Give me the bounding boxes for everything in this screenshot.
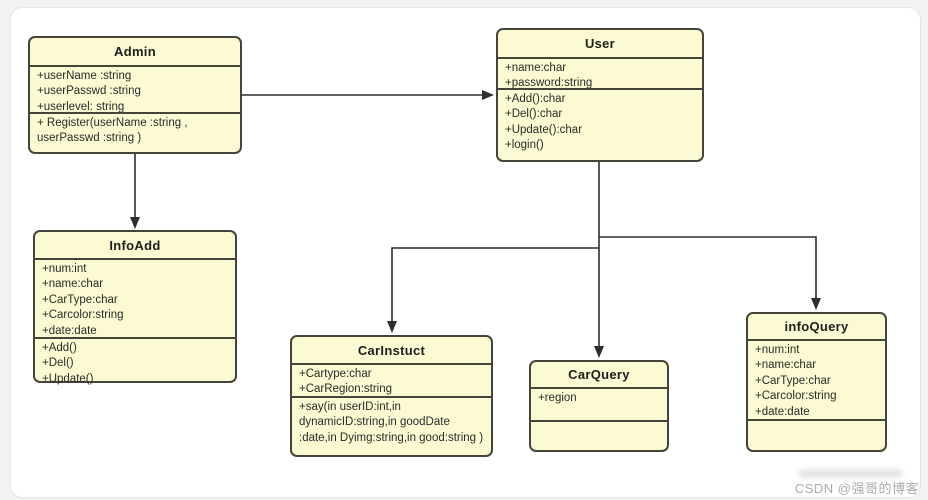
connector-user-carinstuct	[391, 247, 599, 322]
method: +login()	[505, 139, 544, 152]
class-carinstuct: CarInstuct +Cartype:char +CarRegion:stri…	[290, 335, 493, 457]
attribute: +userPasswd :string	[37, 85, 141, 98]
class-user-title: User	[584, 36, 616, 51]
arrowhead-to-user	[482, 90, 494, 100]
method: +Del():char	[505, 108, 563, 121]
class-carquery: CarQuery +region	[529, 360, 669, 452]
attribute: +name:char	[755, 359, 817, 372]
class-infoquery: infoQuery +num:int +name:char +CarType:c…	[746, 312, 887, 452]
csdn-watermark: CSDN @强哥的博客	[794, 481, 919, 496]
attribute: +region	[538, 392, 577, 404]
method: +say(in userID:int,in dynamicID:string,i…	[299, 401, 484, 444]
class-infoquery-methods	[748, 419, 885, 450]
arrowhead-to-carinstuct	[387, 321, 397, 333]
method: + Register(userName :string , userPasswd…	[37, 117, 188, 145]
class-infoadd-title: InfoAdd	[109, 237, 161, 253]
arrowhead-to-carquery	[594, 346, 604, 358]
attribute: +date:date	[42, 324, 97, 337]
class-infoquery-attributes: +num:int +name:char +CarType:char +Carco…	[748, 339, 885, 419]
class-admin-methods: + Register(userName :string , userPasswd…	[30, 112, 240, 152]
class-infoquery-title: infoQuery	[784, 319, 849, 334]
class-admin: Admin +userName :string +userPasswd :str…	[28, 36, 242, 154]
attribute: +Carcolor:string	[755, 390, 837, 403]
attribute: +num:int	[42, 263, 87, 275]
class-carinstuct-title: CarInstuct	[357, 342, 426, 358]
method: +Update():char	[505, 123, 583, 136]
class-admin-title: Admin	[114, 44, 156, 59]
class-carinstuct-attributes: +Cartype:char +CarRegion:string	[292, 363, 491, 396]
attribute: +CarType:char	[755, 374, 831, 387]
attribute: +date:date	[755, 405, 810, 418]
attribute: +password:string	[505, 77, 593, 90]
method: +Update()	[42, 372, 94, 385]
attribute: +CarType:char	[42, 293, 118, 306]
attribute: +Cartype:char	[299, 368, 372, 380]
class-infoadd: InfoAdd +num:int +name:char +CarType:cha…	[33, 230, 237, 385]
class-admin-attributes: +userName :string +userPasswd :string +u…	[30, 65, 240, 113]
attribute: +userlevel: string	[37, 100, 125, 113]
arrowhead-to-infoquery	[811, 298, 821, 310]
class-carquery-attributes: +region	[531, 387, 667, 420]
attribute: +userName :string	[37, 70, 132, 82]
attribute: +CarRegion:string	[299, 383, 393, 396]
method: +Add()	[42, 342, 77, 354]
class-carinstuct-methods: +say(in userID:int,in dynamicID:string,i…	[292, 396, 491, 455]
arrowhead-to-infoadd	[130, 217, 140, 229]
class-user-attributes: +name:char +password:string	[498, 57, 702, 90]
attribute: +name:char	[505, 62, 567, 74]
attribute: +num:int	[755, 344, 800, 356]
class-user-methods: +Add():char +Del():char +Update():char +…	[498, 88, 702, 160]
blurred-watermark	[799, 469, 903, 478]
class-infoadd-methods: +Add() +Del() +Update()	[35, 337, 235, 387]
method: +Add():char	[505, 93, 566, 105]
method: +Del()	[42, 357, 74, 370]
class-infoadd-attributes: +num:int +name:char +CarType:char +Carco…	[35, 258, 235, 337]
connector-user-infoquery	[599, 236, 817, 299]
class-user: User +name:char +password:string +Add():…	[496, 28, 704, 162]
class-carquery-methods	[531, 420, 667, 450]
attribute: +name:char	[42, 278, 104, 291]
attribute: +Carcolor:string	[42, 309, 124, 322]
class-carquery-title: CarQuery	[568, 367, 630, 382]
